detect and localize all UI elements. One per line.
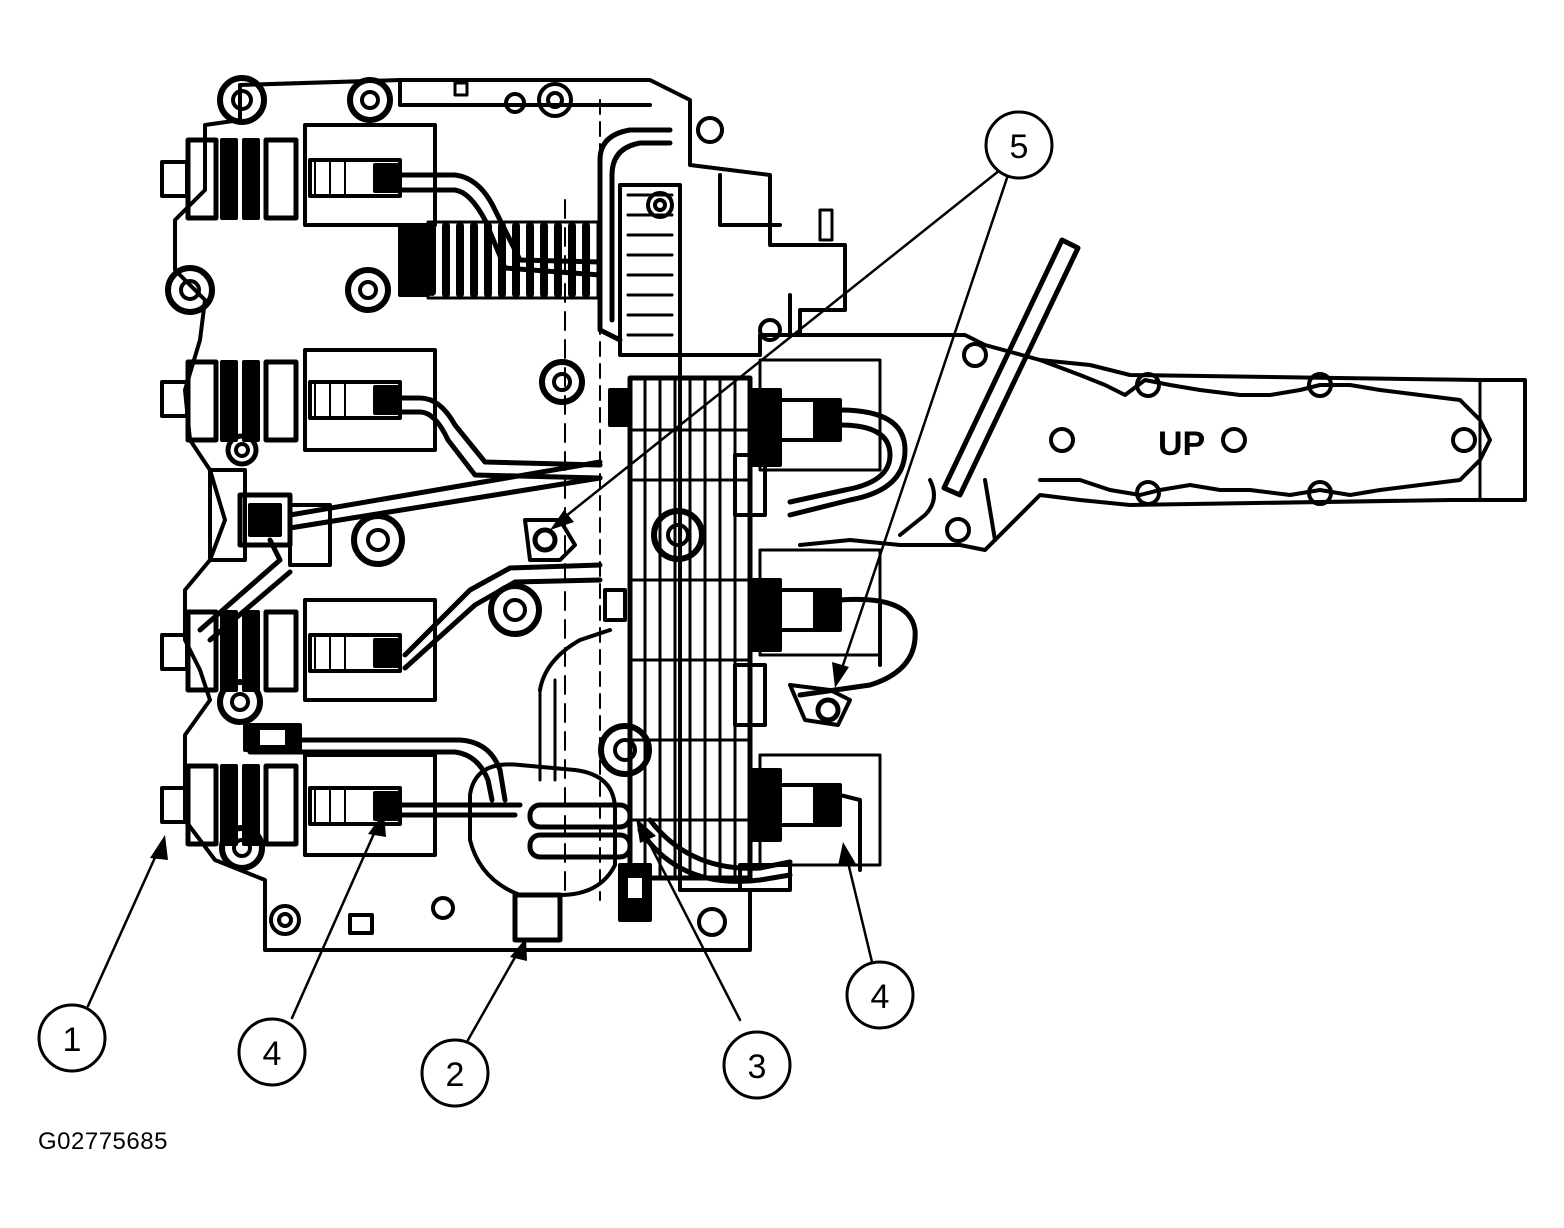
callout-1-label: 1 bbox=[63, 1021, 82, 1059]
callout-5: 5 bbox=[984, 110, 1054, 180]
leader-lines bbox=[86, 168, 1010, 1042]
callout-4-left: 4 bbox=[237, 1017, 307, 1087]
callout-1: 1 bbox=[37, 1003, 107, 1073]
solenoid-left-1 bbox=[160, 123, 437, 227]
callout-3: 3 bbox=[722, 1030, 792, 1100]
housing-up-label: UP bbox=[1158, 425, 1205, 463]
left-connector-cluster bbox=[208, 468, 332, 752]
harness-bracket: UP bbox=[788, 237, 1527, 552]
solenoid-left-4 bbox=[160, 753, 437, 857]
wire-harness bbox=[197, 127, 673, 818]
callout-4-left-label: 4 bbox=[263, 1035, 282, 1073]
solenoid-right-1 bbox=[748, 358, 908, 518]
callout-2-label: 2 bbox=[446, 1056, 465, 1094]
lower-fitting bbox=[468, 628, 652, 943]
solenoid-right-2 bbox=[748, 548, 918, 698]
callout-4-right-label: 4 bbox=[871, 978, 890, 1016]
callout-3-label: 3 bbox=[748, 1048, 767, 1086]
solenoid-left-2 bbox=[160, 348, 437, 452]
solenoid-left-3 bbox=[160, 598, 437, 702]
mounting-bolts bbox=[165, 75, 782, 937]
callout-4-right: 4 bbox=[845, 960, 915, 1030]
central-valve-stack bbox=[603, 183, 767, 881]
callout-2: 2 bbox=[420, 1038, 490, 1108]
callout-5-label: 5 bbox=[1010, 128, 1029, 166]
connector-bolts-5 bbox=[523, 518, 852, 727]
solenoid-right-3 bbox=[748, 753, 882, 872]
right-solenoids bbox=[637, 358, 918, 892]
figure-id-label: G02775685 bbox=[38, 1128, 168, 1155]
